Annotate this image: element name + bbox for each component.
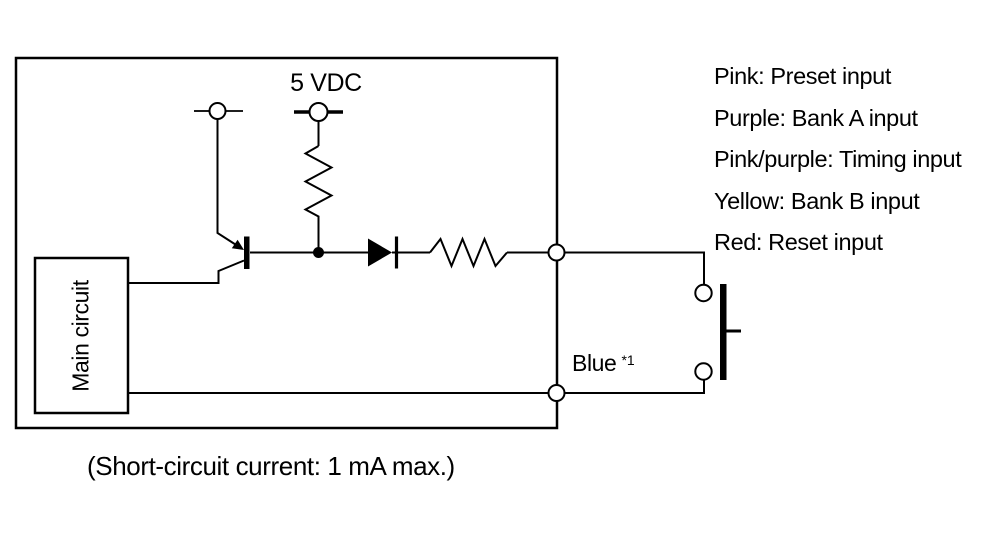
legend-item-red: Red: Reset input — [714, 229, 883, 255]
legend-item-purple: Purple: Bank A input — [714, 104, 918, 131]
power-label: 5 VDC — [290, 69, 362, 97]
transistor-base-bar — [244, 236, 250, 269]
switch-symbol — [694, 283, 741, 381]
diode-anode-triangle — [368, 238, 392, 267]
outer-case-box — [14, 56, 559, 430]
switch-bar — [720, 284, 727, 380]
power-terminal-circle — [308, 102, 329, 122]
transistor-symbol — [231, 236, 250, 269]
lower-common-wire — [128, 379, 705, 394]
upper-case-terminal-circle — [547, 243, 566, 262]
blue-wire-footnote-marker: *1 — [621, 352, 635, 368]
blue-wire-label-text: Blue — [572, 350, 617, 376]
series-resistor-symbol — [429, 236, 508, 269]
junction-dot — [313, 247, 324, 258]
power-terminal — [294, 102, 343, 122]
legend-item-yellow: Yellow: Bank B input — [714, 187, 920, 214]
pullup-resistor-symbol — [303, 145, 334, 248]
switch-top-contact-circle — [694, 283, 713, 303]
short-circuit-caption: (Short-circuit current: 1 mA max.) — [87, 451, 455, 481]
legend-item-pink: Pink: Preset input — [714, 63, 891, 89]
diode-symbol — [368, 236, 399, 269]
transistor-emitter-arrow — [231, 239, 244, 250]
wires — [127, 110, 705, 394]
blue-case-terminal-circle — [547, 384, 566, 402]
main-circuit-box — [33, 256, 130, 415]
output-terminal-circle — [208, 102, 227, 120]
switch-bottom-contact-circle — [694, 362, 713, 381]
emitter-wire — [216, 119, 238, 247]
collector-wire — [127, 259, 245, 284]
upper-output-wire — [507, 251, 705, 285]
legend-item-pink-purple: Pink/purple: Timing input — [714, 146, 962, 172]
main-circuit-label: Main circuit — [67, 280, 94, 392]
wire-color-legend: Pink: Preset input Purple: Bank A input … — [714, 56, 962, 264]
blue-wire-label: Blue*1 — [572, 350, 635, 377]
